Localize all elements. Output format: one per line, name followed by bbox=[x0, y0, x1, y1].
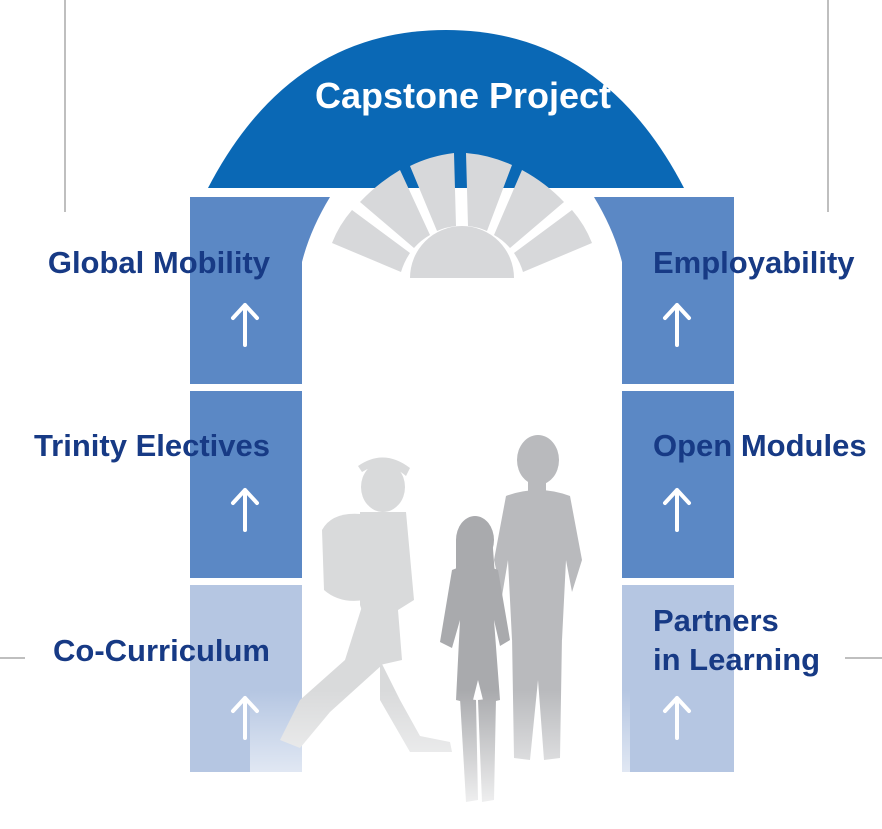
up-arrow-icon bbox=[663, 303, 691, 347]
label-partners-line2: in Learning bbox=[653, 642, 820, 677]
label-trinity-electives: Trinity Electives bbox=[34, 428, 270, 463]
label-employability: Employability bbox=[653, 245, 855, 280]
label-open-modules: Open Modules bbox=[653, 428, 867, 463]
capstone-title: Capstone Project bbox=[315, 75, 611, 116]
pillar-block-partners bbox=[622, 585, 734, 772]
fanlight-window bbox=[332, 153, 592, 278]
up-arrow-icon bbox=[231, 696, 259, 740]
pillar-block-trinity-electives bbox=[190, 391, 302, 578]
up-arrow-icon bbox=[663, 696, 691, 740]
inner-arch-shoulder-right bbox=[594, 197, 622, 262]
pillar-block-global-mobility bbox=[190, 197, 302, 384]
up-arrow-icon bbox=[231, 303, 259, 347]
label-global-mobility: Global Mobility bbox=[48, 245, 271, 280]
pillar-block-open-modules bbox=[622, 391, 734, 578]
student-silhouettes bbox=[250, 435, 630, 829]
up-arrow-icon bbox=[231, 488, 259, 532]
label-co-curriculum: Co-Curriculum bbox=[53, 633, 270, 668]
capstone-arch bbox=[208, 30, 684, 188]
up-arrow-icon bbox=[663, 488, 691, 532]
label-partners-line1: Partners bbox=[653, 603, 779, 638]
inner-arch-shoulder-left bbox=[302, 197, 330, 262]
pillar-block-employability bbox=[622, 197, 734, 384]
